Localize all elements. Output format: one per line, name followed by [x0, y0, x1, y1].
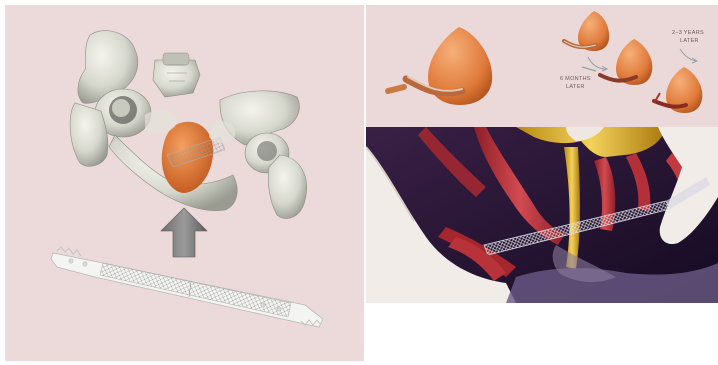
mesh-implant-illustration: [51, 247, 323, 327]
label-2-3-years-line2: LATER: [680, 38, 699, 44]
timeline-panel: 6 MONTHS LATER 2–3 YEARS LATER: [366, 5, 718, 127]
pelvis-mesh-panel: [5, 5, 364, 361]
label-6-months-line2: LATER: [566, 84, 585, 90]
anatomy-panel: [366, 127, 718, 303]
bladder-illustration: [388, 27, 492, 105]
bladder-stage-1: [564, 11, 609, 51]
pelvis-mesh-illustration: [5, 5, 364, 361]
label-6-months-line1: 6 MONTHS: [560, 76, 591, 82]
label-2-3-years-line1: 2–3 YEARS: [672, 30, 704, 36]
anatomy-illustration: [366, 127, 718, 303]
up-arrow-icon: [161, 208, 207, 257]
pelvis-illustration: [70, 31, 307, 219]
bladder-stage-3: [654, 67, 702, 113]
timeline-illustration: 6 MONTHS LATER 2–3 YEARS LATER: [366, 5, 718, 127]
